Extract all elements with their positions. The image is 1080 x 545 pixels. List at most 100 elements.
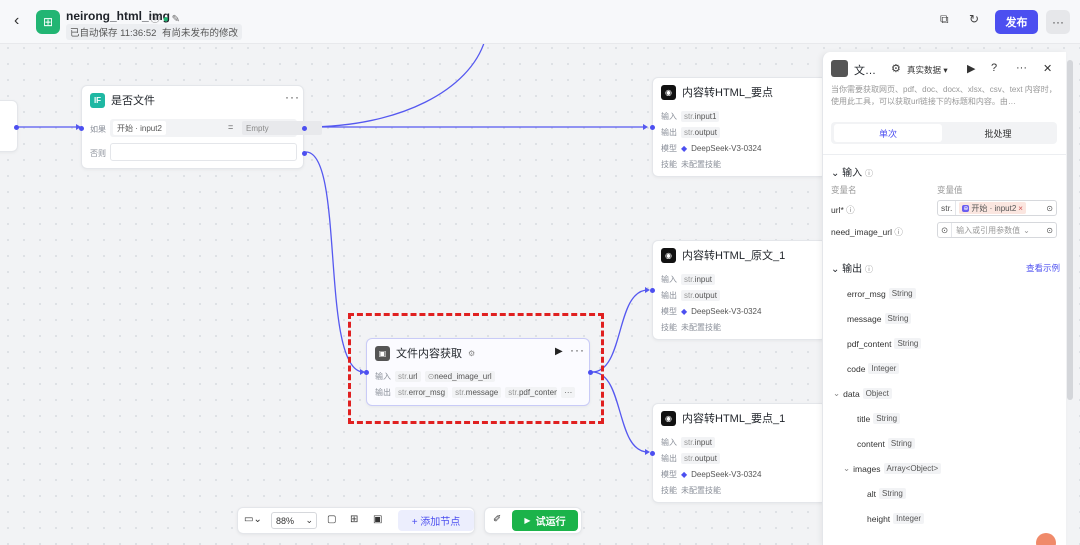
close-icon[interactable]: ✕ — [1043, 63, 1053, 75]
llm-icon: ◉ — [661, 247, 676, 263]
html-keypoints-top-model: 模型◆DeepSeek-V3-0324 — [661, 143, 761, 154]
panel-description: 当你需要获取网页、pdf、doc、docx、xlsx、csv、text 内容时，… — [831, 85, 1057, 106]
data-mode-select[interactable]: 真实数据 ▾ — [907, 65, 948, 75]
output-var-type: Array<Object> — [883, 463, 942, 474]
if-node[interactable]: IF 是否文件 ··· 如果 开始 · input2 = Empty 否则 — [79, 85, 322, 169]
html-keypoints-bottom-skill: 技能未配置技能 — [661, 485, 721, 496]
file-fetch-output-port[interactable] — [588, 370, 593, 375]
type-select[interactable]: str. — [938, 201, 957, 215]
if-condition[interactable]: 开始 · input2 = Empty — [110, 119, 322, 137]
if-input-port[interactable] — [79, 126, 84, 131]
reference-icon[interactable]: ⊙ — [1046, 225, 1053, 235]
tab-batch[interactable]: 批处理 — [984, 128, 1012, 139]
condition-operator[interactable]: = — [228, 122, 234, 132]
chevron-down-icon[interactable]: ⌄ — [833, 388, 841, 398]
model-label: 模型 — [661, 144, 677, 153]
help-icon[interactable]: ? — [991, 62, 998, 74]
run-node-icon[interactable]: ▶ — [555, 346, 563, 357]
minimap-icon[interactable]: ▭⌄ — [244, 514, 262, 525]
reference-icon[interactable]: ⊙ — [1046, 203, 1053, 213]
file-fetch-input-port[interactable] — [364, 370, 369, 375]
output-var-name: pdf_content — [847, 338, 892, 349]
run-icon[interactable]: ▶ — [967, 63, 976, 75]
output-label: 输出 — [661, 454, 677, 463]
file-fetch-node[interactable]: ▣ 文件内容获取 ⚙ ▶ ··· 输入 str.url ⊙need_image_… — [364, 338, 593, 406]
start-output-port[interactable] — [14, 125, 19, 130]
html-original-input-port[interactable] — [650, 288, 655, 293]
back-arrow-icon[interactable]: ‹ — [14, 12, 20, 29]
remove-icon[interactable]: × — [1018, 203, 1023, 213]
unpublished-status: 有尚未发布的修改 — [158, 24, 243, 40]
url-input[interactable]: str. ⊕开始 · input2× ⊙ — [937, 200, 1057, 216]
more-options-button[interactable]: ··· — [1046, 10, 1070, 34]
panel-scrollbar[interactable] — [1067, 60, 1073, 400]
skill-value: 未配置技能 — [681, 160, 721, 169]
need-image-input[interactable]: ⊙ 输入或引用参数值 ⌄ ⊙ — [937, 222, 1057, 238]
if-true-port[interactable] — [302, 126, 307, 131]
comment-icon[interactable]: ▢ — [327, 514, 337, 525]
fit-view-icon[interactable]: ▣ — [373, 514, 383, 525]
html-keypoints-bottom-input-port[interactable] — [650, 451, 655, 456]
node-detail-panel: 文… ⚙ 真实数据 ▾ ▶ ? ··· ✕ 当你需要获取网页、pdf、doc、d… — [822, 52, 1066, 545]
test-run-label: 试运行 — [535, 517, 566, 528]
output-value: output — [694, 291, 717, 300]
url-label: url* ⓘ — [831, 204, 855, 216]
html-keypoints-top-input-port[interactable] — [650, 125, 655, 130]
start-node-fragment[interactable] — [0, 100, 19, 152]
html-keypoints-bottom-model: 模型◆DeepSeek-V3-0324 — [661, 469, 761, 480]
chevron-down-icon[interactable]: ⌄ — [843, 463, 851, 473]
if-else-port[interactable] — [302, 151, 307, 156]
var-value-header: 变量值 — [937, 185, 963, 195]
file-fetch-more-icon[interactable]: ··· — [570, 343, 585, 357]
input-section-header[interactable]: ⌄ 输入 ⓘ — [831, 164, 873, 179]
condition-left-ref[interactable]: 开始 · input2 — [113, 121, 166, 135]
url-reference-chip[interactable]: ⊕开始 · input2× — [959, 202, 1026, 214]
url-label-text: url* — [831, 205, 844, 215]
test-run-button[interactable]: ▶试运行 — [512, 510, 578, 531]
panel-more-icon[interactable]: ··· — [1016, 62, 1027, 74]
view-example-link[interactable]: 查看示例 — [1026, 263, 1061, 273]
debug-tool-icon[interactable]: ✐ — [493, 514, 502, 525]
if-node-more-icon[interactable]: ··· — [285, 90, 300, 104]
output-var-type: String — [884, 313, 912, 324]
zoom-select[interactable]: 88%⌄ — [271, 512, 317, 529]
output-section-header[interactable]: ⌄ 输出 ⓘ — [831, 260, 873, 275]
history-icon[interactable]: ↻ — [969, 12, 980, 26]
str-type: str. — [684, 112, 695, 121]
assistant-avatar-icon[interactable] — [1036, 533, 1056, 545]
add-node-button[interactable]: + 添加节点 — [398, 510, 474, 531]
str-type: str. — [684, 454, 695, 463]
input-tag-url: str.url — [395, 371, 421, 382]
input-tag: str.input — [681, 274, 716, 285]
need-image-label: need_image_url ⓘ — [831, 226, 903, 238]
model-value: DeepSeek-V3-0324 — [691, 144, 762, 153]
str-type: str. — [398, 372, 409, 381]
html-keypoints-bottom-header: ◉ 内容转HTML_要点_1 — [661, 410, 785, 426]
output-more-tag[interactable]: ··· — [561, 387, 576, 398]
panel-title[interactable]: 文… — [854, 65, 876, 77]
skill-value: 未配置技能 — [681, 486, 721, 495]
plugin-icon: ▣ — [375, 345, 390, 361]
info-icon[interactable]: ⓘ — [150, 14, 160, 25]
input-value: url — [408, 372, 418, 381]
condition-right-value[interactable]: Empty — [242, 121, 322, 135]
toggle-type-icon[interactable]: ⊙ — [938, 223, 953, 237]
copy-icon[interactable]: ⧉ — [940, 12, 949, 26]
layout-grid-icon[interactable]: ⊞ — [350, 514, 359, 525]
edit-icon[interactable]: ✎ — [171, 14, 180, 25]
output-var-name: images — [853, 463, 881, 474]
tab-single[interactable]: 单次 — [834, 124, 942, 142]
chevron-down-icon[interactable]: ⌄ — [1023, 225, 1030, 235]
publish-button[interactable]: 发布 — [995, 10, 1038, 34]
var-name-header: 变量名 — [831, 185, 857, 195]
